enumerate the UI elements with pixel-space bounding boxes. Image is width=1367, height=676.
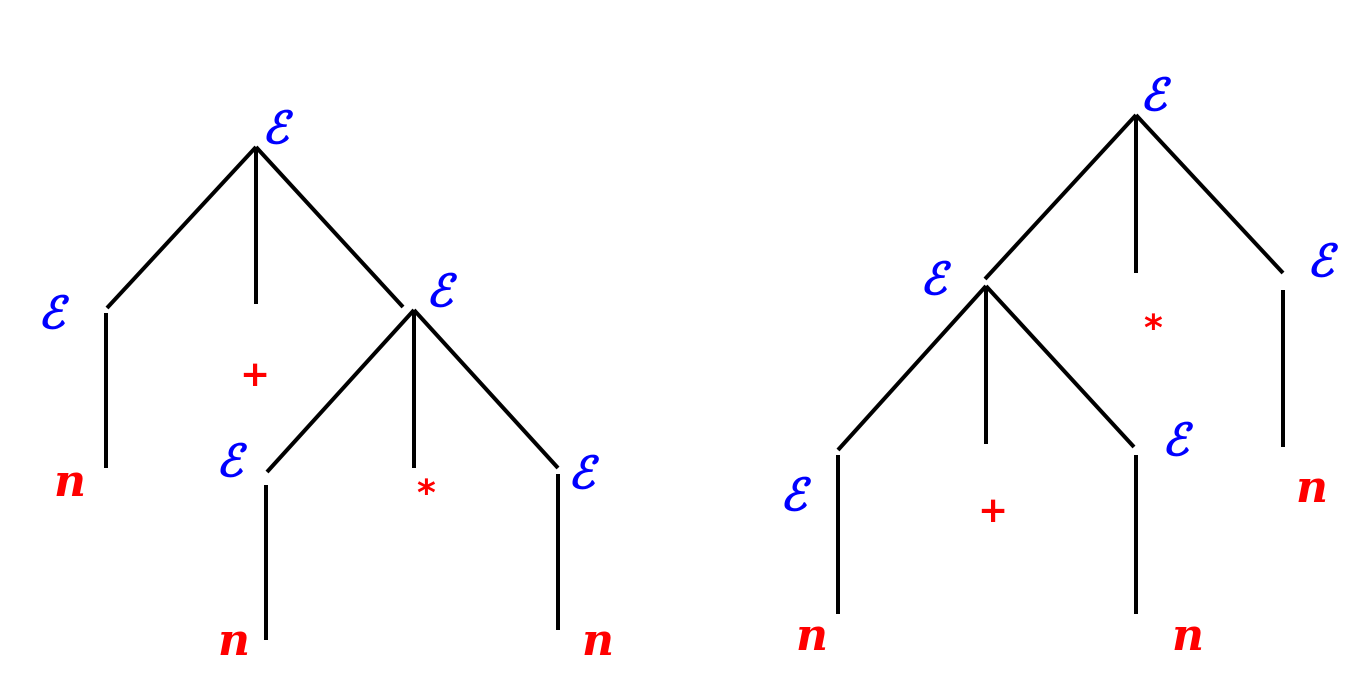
node-e-right: ℰ: [1307, 236, 1339, 287]
tree-right: ℰ ℰ * ℰ ℰ + ℰ n n n: [780, 70, 1339, 661]
node-n-left: n: [54, 456, 86, 507]
node-n-right: n: [1296, 462, 1328, 513]
node-n-mid: n: [1172, 610, 1204, 661]
edge-root-to-left-e: [105, 145, 258, 310]
edge-sub-to-e2: [412, 308, 560, 470]
node-e-sub: ℰ: [426, 266, 458, 317]
node-e-sub-left: ℰ: [216, 436, 248, 487]
edge-sub-to-e: [836, 284, 988, 452]
edge-sub-to-e2: [984, 284, 1136, 449]
node-times: *: [1144, 308, 1163, 349]
node-e-sub-right: ℰ: [568, 448, 600, 499]
node-e-root: ℰ: [262, 103, 294, 154]
node-e-root: ℰ: [1140, 70, 1172, 121]
node-plus: +: [240, 354, 270, 395]
node-n-right: n: [582, 615, 614, 666]
tree-left: ℰ ℰ + ℰ n ℰ * ℰ n n: [38, 103, 614, 666]
node-n-mid: n: [218, 615, 250, 666]
node-n-left: n: [796, 610, 828, 661]
node-e-sub-right: ℰ: [1162, 415, 1194, 466]
edge-root-to-right-e: [254, 145, 405, 309]
node-times: *: [417, 473, 436, 514]
edge-root-to-left-e: [983, 113, 1138, 281]
node-e-sub-left: ℰ: [780, 470, 812, 521]
edge-root-to-right-e: [1134, 113, 1285, 275]
node-e-sub: ℰ: [920, 254, 952, 305]
edge-sub-to-e: [265, 308, 416, 474]
node-plus: +: [978, 490, 1008, 531]
node-e-left: ℰ: [38, 288, 70, 339]
